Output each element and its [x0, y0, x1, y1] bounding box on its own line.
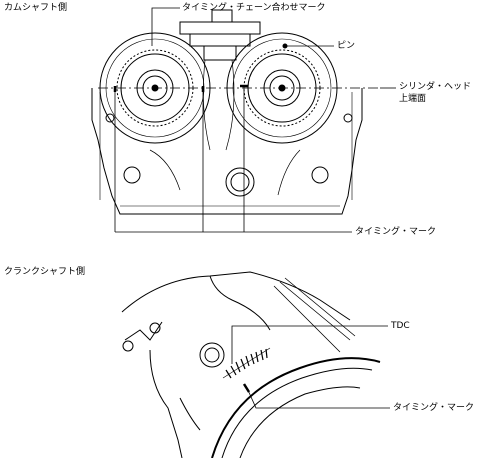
- crankshaft-assembly: [121, 271, 381, 458]
- cylinder-head-label-line1: シリンダ・ヘッド: [399, 82, 472, 92]
- cylinder-head-label-line2: 上端面: [399, 94, 427, 104]
- bottom-leader-lines: [231, 325, 390, 409]
- tdc-label: TDC: [391, 321, 410, 331]
- timing-scale: [222, 347, 271, 379]
- crankshaft-side-title: クランクシャフト側: [4, 267, 86, 277]
- camshaft-side-title: カムシャフト側: [4, 3, 68, 13]
- timing-chain-mark-label: タイミング・チェーン合わせマーク: [182, 3, 326, 13]
- camshaft-assembly: [91, 9, 380, 215]
- pin-label: ピン: [337, 41, 356, 51]
- bottom-timing-mark-label: タイミング・マーク: [393, 403, 475, 413]
- top-timing-mark-label: タイミング・マーク: [355, 227, 437, 237]
- top-leader-lines: [114, 7, 396, 233]
